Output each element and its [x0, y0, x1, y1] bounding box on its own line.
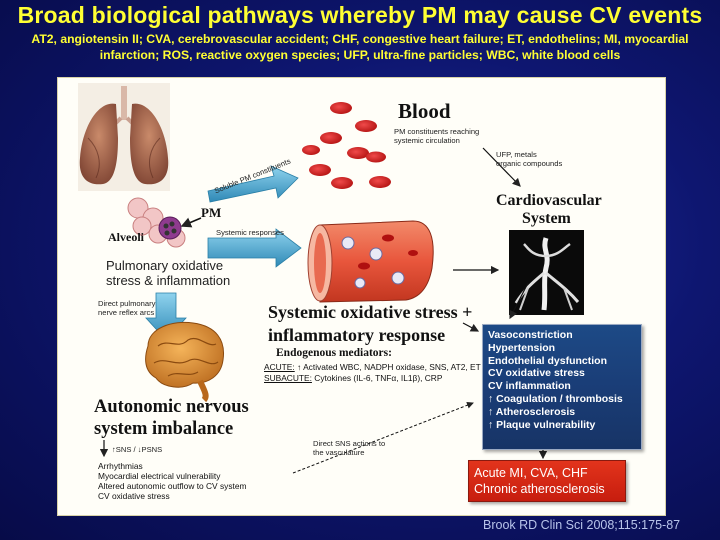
- pulmonary-label-2: stress & inflammation: [106, 273, 231, 288]
- direct-sns-label-2: the vasculature: [313, 448, 365, 457]
- angiogram-illustration: [509, 230, 584, 315]
- outcome-box: Acute MI, CVA, CHF Chronic atheroscleros…: [468, 460, 626, 502]
- autonomic-effect-item: Altered autonomic outflow to CV system: [98, 481, 247, 491]
- alveoli-illustration: [127, 197, 202, 248]
- cv-effect-item: Endothelial dysfunction: [488, 354, 608, 367]
- cv-effect-item: ↑ Coagulation / thrombosis: [488, 392, 623, 405]
- direct-sns-label-1: Direct SNS actions to: [313, 439, 386, 448]
- ufp-label-1: UFP, metals: [496, 150, 537, 159]
- cv-effect-item: Hypertension: [488, 341, 556, 354]
- cv-effect-item: ↑ Plaque vulnerability: [488, 418, 596, 431]
- cv-effect-item: CV inflammation: [488, 380, 571, 393]
- lungs-illustration: [78, 83, 170, 191]
- reflex-label-1: Direct pulmonary: [98, 299, 156, 308]
- autonomic-label-2: system imbalance: [94, 419, 234, 439]
- autonomic-effect-item: CV oxidative stress: [98, 491, 170, 501]
- soluble-pm-arrow: [207, 165, 299, 203]
- cv-effect-item: Vasoconstriction: [488, 329, 573, 341]
- autonomic-effect-item: Arrhythmias: [98, 461, 143, 471]
- reflex-label-2: nerve reflex arcs: [98, 308, 155, 317]
- diagram-graphics: [78, 83, 584, 474]
- acute-text: ↑ Activated WBC, NADPH oxidase, SNS, AT2…: [297, 362, 481, 372]
- outcome-item: Acute MI, CVA, CHF: [474, 466, 588, 480]
- subacute-line: SUBACUTE: Cytokines (IL-6, TNFα, IL1β), …: [264, 373, 442, 383]
- pm-label: PM: [201, 205, 222, 220]
- acute-line: ACUTE: ↑ Activated WBC, NADPH oxidase, S…: [264, 362, 481, 372]
- cv-effect-item: CV oxidative stress: [488, 367, 585, 380]
- diagram-panel: Blood PM constituents reaching systemic …: [57, 77, 666, 516]
- systemic-ox-label-2: inflammatory response: [268, 325, 446, 345]
- acute-key: ACUTE:: [264, 362, 295, 372]
- subacute-text: Cytokines (IL-6, TNFα, IL1β), CRP: [314, 373, 443, 383]
- outcome-item: Chronic atherosclerosis: [474, 482, 605, 496]
- autonomic-effect-item: Myocardial electrical vulnerability: [98, 471, 221, 481]
- ufp-arrow: [482, 147, 521, 187]
- cv-system-label-2: System: [522, 210, 571, 227]
- pulmonary-label-1: Pulmonary oxidative: [106, 258, 224, 273]
- systemic-to-effects-arrow: [462, 322, 480, 332]
- blood-vessel-illustration: [307, 220, 434, 303]
- sns-label: ↑SNS / ↓PSNS: [112, 445, 163, 454]
- subacute-key: SUBACUTE:: [264, 373, 312, 383]
- blood-desc-1: PM constituents reaching: [394, 127, 480, 136]
- systemic-ox-label-1: Systemic oxidative stress +: [268, 302, 473, 322]
- systemic-responses-arrow: [207, 228, 302, 268]
- slide-title: Broad biological pathways whereby PM may…: [17, 2, 703, 28]
- cv-system-label-1: Cardiovascular: [496, 192, 602, 209]
- autonomic-label-1: Autonomic nervous: [94, 397, 249, 417]
- brain-illustration: [145, 321, 225, 403]
- cv-to-effects-arrow: [509, 282, 529, 320]
- cv-effects-box: Vasoconstriction Hypertension Endothelia…: [482, 324, 642, 450]
- mediators-title: Endogenous mediators:: [276, 347, 392, 359]
- sns-to-outcome-arrow: [292, 401, 474, 474]
- citation: Brook RD Clin Sci 2008;115:175-87: [483, 518, 681, 532]
- ufp-label-2: organic compounds: [496, 159, 563, 168]
- systemic-responses-label: Systemic responses: [216, 228, 284, 237]
- autonomic-effects-list: Arrhythmias Myocardial electrical vulner…: [98, 461, 247, 501]
- blood-desc-2: systemic circulation: [394, 136, 460, 145]
- alveoli-label: Alveoli: [108, 230, 144, 244]
- blood-title: Blood: [398, 99, 451, 123]
- blood-cells: [302, 102, 391, 189]
- cv-effect-item: ↑ Atherosclerosis: [488, 405, 576, 418]
- slide-subtitle: AT2, angiotensin II; CVA, cerebrovascula…: [31, 32, 689, 62]
